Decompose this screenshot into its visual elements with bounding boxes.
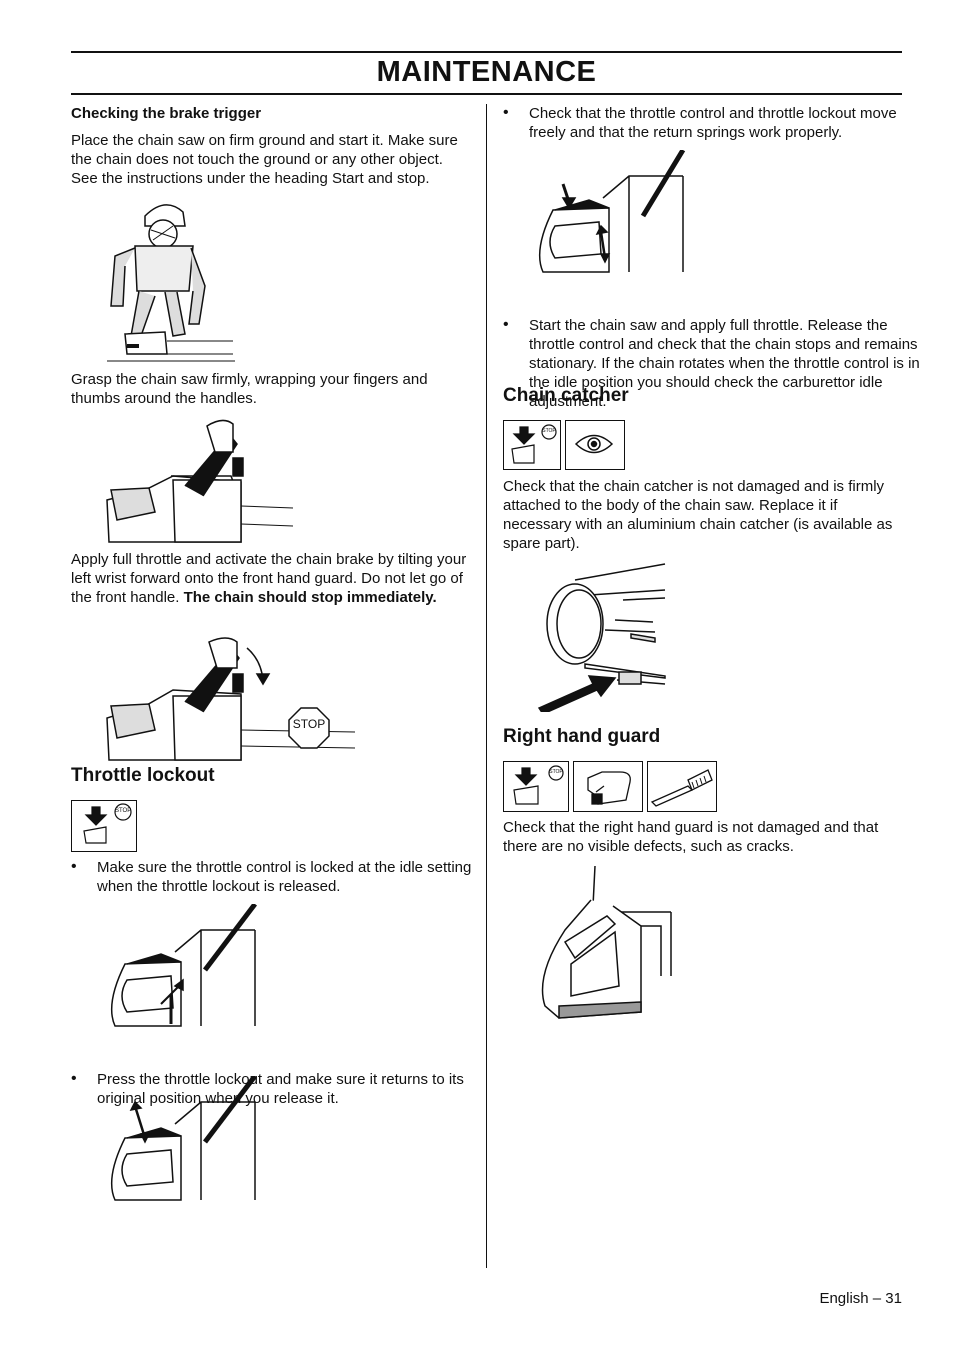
bullet-dot: • — [71, 858, 77, 875]
stop-symbol-icon: STOP — [71, 800, 137, 852]
throttle-bullet-1-text: Make sure the throttle control is locked… — [97, 859, 472, 895]
chain-catcher-heading: Chain catcher — [503, 385, 629, 406]
stop-symbol-icon: STOP — [503, 761, 569, 812]
throttle-bullet-4-text: Start the chain saw and apply full throt… — [529, 317, 920, 410]
right-column: • Check that the throttle control and th… — [503, 104, 920, 1019]
throttle-lockout-heading: Throttle lockout — [71, 765, 215, 786]
right-hand-guard-paragraph: Check that the right hand guard is not d… — [503, 819, 879, 855]
throttle-move-freely-illustration — [533, 150, 693, 274]
brake-paragraph-2: Grasp the chain saw firmly, wrapping you… — [71, 371, 428, 407]
brake-paragraph-3: Apply full throttle and activate the cha… — [71, 551, 467, 606]
stop-sign-label: STOP — [292, 717, 326, 731]
bullet-dot: • — [71, 1070, 77, 1087]
stop-symbol-label: STOP — [115, 808, 132, 814]
page-number: English – 31 — [819, 1290, 902, 1307]
throttle-bullet-2: • Press the throttle lockout and make su… — [71, 1070, 497, 1108]
cleaning-brush-icon — [647, 761, 717, 812]
throttle-bullet-3: • Check that the throttle control and th… — [503, 104, 929, 142]
operator-starting-saw-illustration — [105, 196, 235, 364]
chain-catcher-illustration — [535, 560, 675, 712]
bullet-dot: • — [503, 104, 509, 121]
stop-sign-icon — [288, 707, 330, 749]
bullet-dot: • — [503, 316, 509, 333]
activate-chain-brake-illustration: STOP — [105, 634, 365, 764]
throttle-bullet-2-text: Press the throttle lockout and make sure… — [97, 1071, 464, 1107]
protective-glove-icon — [573, 761, 643, 812]
press-throttle-lockout-illustration — [105, 1076, 265, 1202]
brake-trigger-heading: Checking the brake trigger — [71, 105, 262, 122]
eye-icon — [565, 420, 625, 470]
throttle-bullet-4: • Start the chain saw and apply full thr… — [503, 316, 929, 411]
throttle-bullet-1: • Make sure the throttle control is lock… — [71, 858, 497, 896]
grasp-handles-illustration — [105, 416, 295, 548]
right-hand-guard-illustration — [535, 866, 675, 1026]
throttle-bullet-3-text: Check that the throttle control and thro… — [529, 105, 897, 141]
throttle-idle-illustration — [105, 904, 265, 1028]
right-hand-guard-heading: Right hand guard — [503, 726, 661, 747]
stop-symbol-label: STOP — [549, 769, 563, 775]
left-column: Checking the brake trigger Place the cha… — [71, 104, 471, 1201]
column-divider — [486, 104, 487, 1268]
stop-symbol-icon: STOP — [503, 420, 561, 470]
header-top-rule — [71, 51, 902, 53]
chain-catcher-paragraph: Check that the chain catcher is not dama… — [503, 478, 893, 552]
brake-paragraph-1: Place the chain saw on firm ground and s… — [71, 132, 458, 187]
stop-symbol-label: STOP — [542, 428, 556, 434]
page-title: MAINTENANCE — [376, 56, 597, 88]
header-bottom-rule — [71, 93, 902, 95]
